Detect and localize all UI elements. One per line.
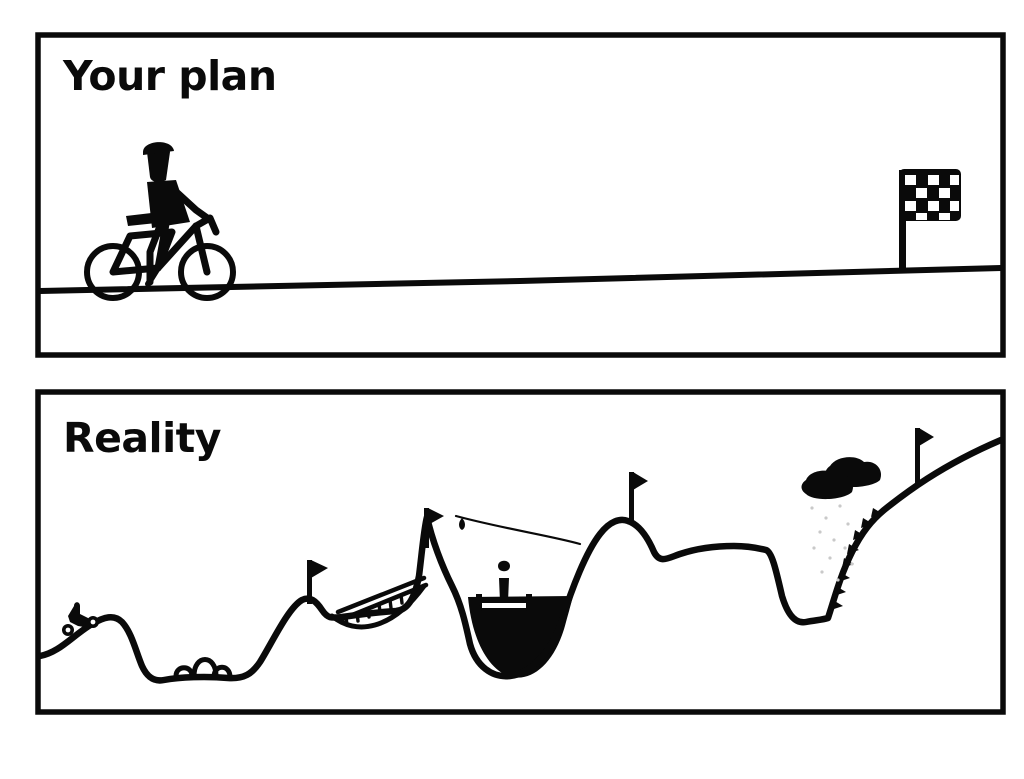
tar-lake-fill bbox=[468, 596, 573, 678]
rock-small-left bbox=[173, 665, 195, 679]
raft-person-head bbox=[498, 560, 510, 572]
flag-1 bbox=[307, 560, 328, 604]
flag-4 bbox=[915, 428, 934, 484]
panel-reality-title: Reality bbox=[63, 414, 221, 462]
ladder-rail-top bbox=[335, 575, 427, 615]
rider-torso bbox=[147, 180, 190, 228]
panel-your-plan: Your plan bbox=[35, 32, 1006, 358]
flag-4-cloth bbox=[919, 428, 934, 446]
raft-deck-highlight bbox=[482, 603, 526, 608]
raft-left-post bbox=[476, 594, 482, 604]
flag-1-cloth bbox=[311, 560, 328, 578]
rock-small-right bbox=[211, 664, 233, 680]
rider-head bbox=[147, 144, 170, 183]
spiky-cliff-barbs bbox=[831, 508, 883, 610]
rider-helmet bbox=[143, 142, 174, 155]
bicycle-fork bbox=[192, 222, 211, 276]
rider-leg bbox=[146, 222, 164, 286]
panel-reality-frame bbox=[35, 389, 1006, 715]
flag-3-cloth bbox=[633, 472, 648, 490]
bicycle-frame bbox=[109, 228, 176, 276]
rider-arm bbox=[168, 184, 214, 224]
bicycle-seat-tube bbox=[154, 220, 170, 272]
flag-1-pole bbox=[307, 560, 312, 604]
bicycle-down-tube bbox=[154, 222, 200, 272]
bicycle-front-wheel bbox=[178, 243, 236, 301]
finish-flag bbox=[899, 169, 961, 272]
ladder-rungs bbox=[344, 589, 415, 627]
flag-2-pole bbox=[424, 508, 429, 548]
flag-2 bbox=[424, 508, 444, 548]
rain-cloud-front-puff bbox=[801, 470, 854, 500]
plan-ground-line bbox=[37, 265, 1004, 294]
finish-flag-checker-pattern bbox=[905, 175, 959, 220]
rain-cloud bbox=[801, 457, 882, 582]
cable-span bbox=[454, 514, 582, 546]
flag-3-pole bbox=[629, 472, 634, 524]
flag-2-cloth bbox=[428, 508, 444, 525]
ladder-bridge bbox=[329, 575, 429, 630]
cyclist bbox=[84, 142, 236, 301]
raindrops bbox=[810, 504, 854, 582]
raft-person-body bbox=[499, 578, 509, 602]
rock-cluster bbox=[173, 657, 233, 680]
flag-3 bbox=[629, 472, 648, 524]
flag-4-pole bbox=[915, 428, 920, 484]
ladder-support-rope bbox=[329, 583, 427, 630]
tiny-cyclist bbox=[62, 602, 99, 636]
raft-with-person bbox=[476, 560, 532, 612]
panel-your-plan-frame bbox=[35, 32, 1006, 358]
panel-your-plan-title: Your plan bbox=[62, 52, 277, 100]
raft-right-post bbox=[526, 594, 532, 604]
tiny-cyclist-front-hub bbox=[90, 619, 96, 625]
cable-anchor-drop bbox=[459, 518, 465, 530]
tiny-cyclist-rear-hub bbox=[65, 627, 71, 633]
panel-reality: Reality bbox=[35, 389, 1006, 715]
